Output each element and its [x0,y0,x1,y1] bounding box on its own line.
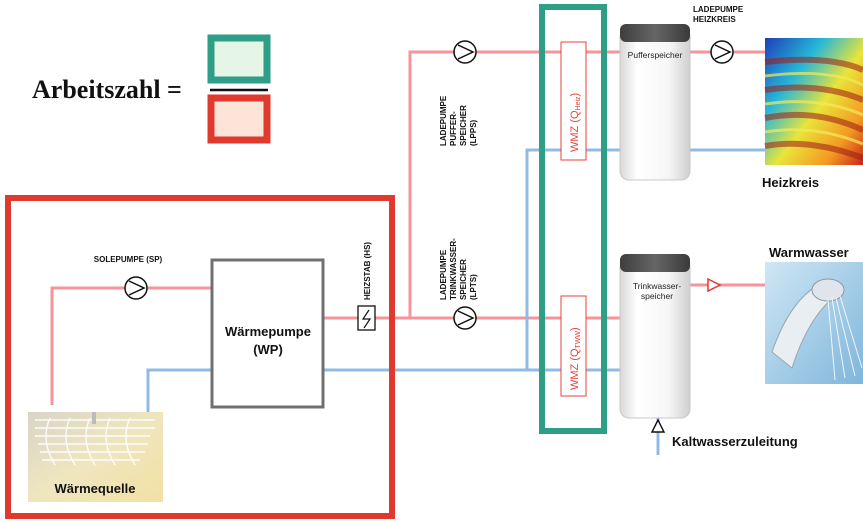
waermepumpe-label-2: (WP) [253,342,283,357]
solepumpe-label: SOLEPUMPE (SP) [94,255,163,264]
waermepumpe-label-1: Wärmepumpe [225,324,311,339]
kaltwasser-arrow-icon [650,418,666,433]
ladepumpe-puffer-label-3: SPEICHER [459,105,468,146]
ladepumpe-trinkwasser-icon [453,306,477,330]
ladepumpe-heizkreis-label-2: HEIZKREIS [693,15,736,24]
trinkwasserspeicher-label-1: Trinkwasser- [633,281,681,291]
waermequelle-image [28,412,163,502]
pufferspeicher-label: Pufferspeicher [628,50,683,60]
ladepumpe-puffer-label-1: LADEPUMPE [439,95,448,146]
ladepumpe-heizkreis-icon [710,40,734,64]
ladepumpe-puffer-label-4: (LPPS) [469,119,478,146]
heizkreis-image [764,38,863,165]
pufferspeicher-tank [619,24,691,181]
ladepumpe-trinkwasser-label-3: SPEICHER [459,259,468,300]
warmwasser-valve-icon [707,277,722,293]
solepumpe-icon [124,276,148,300]
ladepumpe-trinkwasser-label-1: LADEPUMPE [439,249,448,300]
green-frame [539,4,607,434]
wmz-tww-label: WMZ (QTWW) [569,327,582,390]
ladepumpe-puffer-icon [453,40,477,64]
heizstab-label: HEIZSTAB (HS) [363,242,372,300]
waermepumpe-box [210,258,325,409]
ladepumpe-heizkreis-label-1: LADEPUMPE [693,5,744,14]
wmz-heiz-label: WMZ (QHeiz) [569,93,582,152]
kaltwasserzuleitung-label: Kaltwasserzuleitung [672,434,798,449]
heizstab-icon [357,305,376,331]
red-frame [5,195,395,519]
ladepumpe-trinkwasser-label-2: TRINKWASSER- [449,238,458,300]
trinkwasserspeicher-tank [619,254,691,419]
formula-numerator-box [207,34,271,84]
wmz-heiz-box [560,41,587,161]
waermequelle-label: Wärmequelle [55,481,136,496]
trinkwasserspeicher-label-2: speicher [641,291,673,301]
ladepumpe-trinkwasser-label-4: (LPTS) [469,274,478,300]
formula-label: Arbeitszahl = [32,75,182,104]
warmwasser-label: Warmwasser [769,245,849,260]
warmwasser-shower-image [765,262,863,384]
ladepumpe-puffer-label-2: PUFFER- [449,111,458,146]
formula-denominator-box [207,94,271,144]
heizkreis-label: Heizkreis [762,175,819,190]
wmz-tww-box [560,295,587,397]
